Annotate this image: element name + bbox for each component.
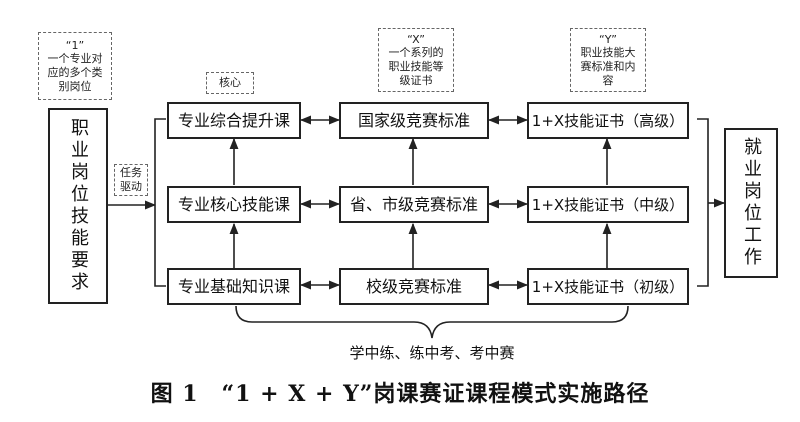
course-top-box: 专业综合提升课: [167, 102, 301, 139]
certificate-top-label: 1+X技能证书（高级）: [531, 111, 685, 130]
course-middle-label: 专业核心技能课: [177, 194, 290, 214]
certificate-bottom-box: 1+X技能证书（初级）: [527, 268, 689, 305]
course-bottom-box: 专业基础知识课: [167, 268, 301, 305]
certificate-middle-label: 1+X技能证书（中级）: [531, 195, 685, 214]
course-middle-box: 专业核心技能课: [167, 186, 301, 223]
competition-middle-label: 省、市级竞赛标准: [349, 194, 478, 214]
certificate-middle-box: 1+X技能证书（中级）: [527, 186, 689, 223]
note-core-text: 核心: [219, 76, 241, 90]
competition-top-box: 国家级竞赛标准: [339, 102, 489, 139]
course-bottom-label: 专业基础知识课: [177, 276, 290, 296]
employment-label: 就业岗位工作: [741, 137, 762, 269]
note-x-text: “X” 一个系列的 职业技能等 级证书: [388, 32, 444, 87]
certificate-bottom-label: 1+X技能证书（初级）: [531, 277, 685, 296]
left-bracket: [154, 118, 166, 287]
competition-top-label: 国家级竞赛标准: [357, 110, 470, 130]
competition-bottom-box: 校级竞赛标准: [339, 268, 489, 305]
course-top-label: 专业综合提升课: [177, 110, 290, 130]
note-task-driven: 任务 驱动: [114, 164, 148, 196]
note-core: 核心: [206, 72, 254, 94]
note-one-text: “1” 一个专业对 应的多个类 别岗位: [47, 38, 103, 93]
note-task-driven-text: 任务 驱动: [120, 166, 142, 193]
skill-requirements-box: 职业岗位技能要求: [48, 108, 108, 304]
employment-box: 就业岗位工作: [724, 128, 778, 278]
note-y: “Y” 职业技能大 赛标准和内 容: [570, 28, 646, 92]
competition-middle-box: 省、市级竞赛标准: [339, 186, 489, 223]
right-bracket: [697, 118, 709, 287]
certificate-top-box: 1+X技能证书（高级）: [527, 102, 689, 139]
brace-label: 学中练、练中考、考中赛: [349, 344, 515, 362]
competition-bottom-label: 校级竞赛标准: [365, 276, 462, 296]
note-x: “X” 一个系列的 职业技能等 级证书: [378, 28, 454, 92]
figure-caption: 图 1 “1 + X + Y”岗课赛证课程模式实施路径: [150, 381, 650, 407]
skill-requirements-label: 职业岗位技能要求: [68, 118, 89, 294]
note-y-text: “Y” 职业技能大 赛标准和内 容: [580, 32, 636, 87]
note-one: “1” 一个专业对 应的多个类 别岗位: [38, 32, 112, 100]
bottom-brace: [235, 305, 629, 339]
